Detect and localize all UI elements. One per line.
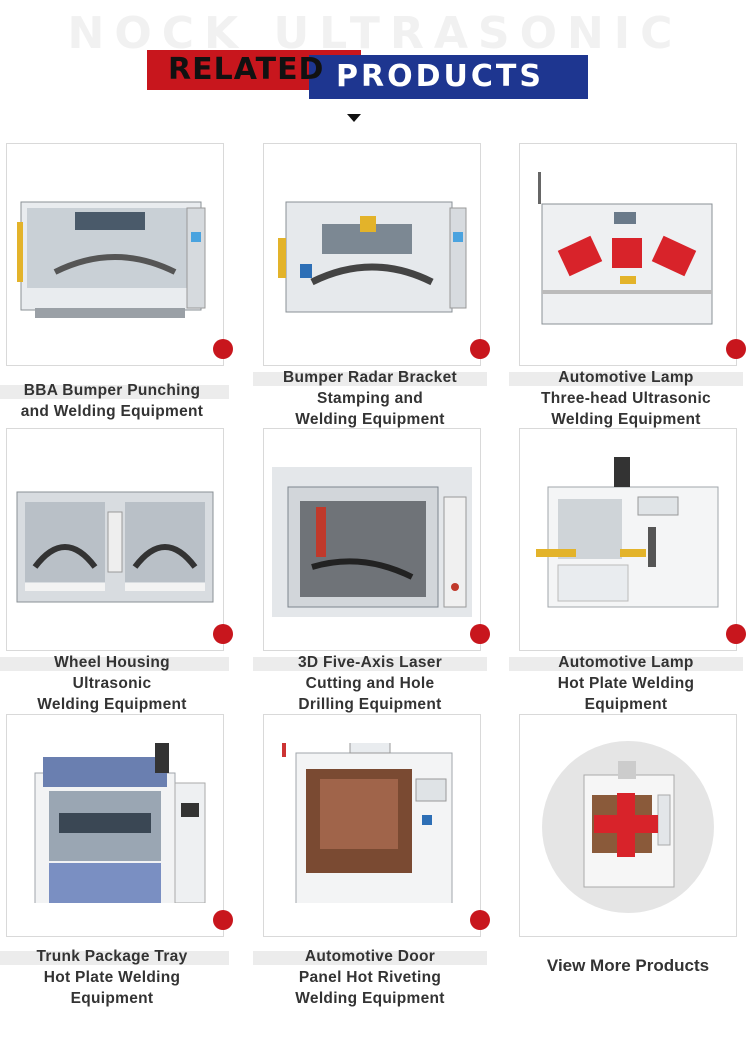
product-card-door-panel[interactable] — [263, 714, 490, 937]
banner-title-products: PRODUCTS — [336, 59, 544, 94]
trunk-tray-welder-image — [34, 743, 206, 903]
red-dot-icon — [726, 339, 746, 359]
view-more-image — [542, 741, 714, 913]
product-caption[interactable]: BBA Bumper Punching and Welding Equipmen… — [0, 380, 237, 422]
red-dot-icon — [213, 910, 233, 930]
product-caption[interactable]: Trunk Package Tray Hot Plate Welding Equ… — [0, 946, 237, 1009]
product-card-radar-bracket[interactable] — [263, 143, 490, 366]
product-caption[interactable]: Automotive Lamp Hot Plate Welding Equipm… — [501, 652, 750, 715]
bumper-machine-image — [17, 201, 206, 318]
product-caption[interactable]: Automotive Lamp Three-head Ultrasonic We… — [501, 367, 750, 430]
product-card-three-head-lamp[interactable] — [519, 143, 746, 366]
related-products-banner: RELATED PRODUCTS — [0, 0, 750, 130]
three-head-welder-image — [538, 172, 713, 325]
laser-cutting-machine-image — [272, 467, 472, 617]
product-caption[interactable]: Automotive Door Panel Hot Riveting Weldi… — [245, 946, 495, 1009]
wheel-housing-welder-image — [16, 491, 214, 603]
product-card-bba-bumper[interactable] — [6, 143, 233, 366]
red-dot-icon — [470, 624, 490, 644]
product-caption[interactable]: Wheel Housing Ultrasonic Welding Equipme… — [0, 652, 237, 715]
product-card-lamp-hot-plate[interactable] — [519, 428, 746, 651]
banner-title-related: RELATED — [168, 52, 325, 87]
red-dot-icon — [470, 910, 490, 930]
product-caption[interactable]: 3D Five-Axis Laser Cutting and Hole Dril… — [245, 652, 495, 715]
down-arrow-icon — [347, 114, 361, 122]
product-card-laser-cutting[interactable] — [263, 428, 490, 651]
view-more-link[interactable]: View More Products — [546, 956, 710, 975]
radar-bracket-machine-image — [278, 201, 467, 313]
door-panel-riveter-image — [282, 743, 453, 903]
view-more-card[interactable] — [519, 714, 737, 937]
plus-icon — [594, 793, 658, 857]
product-card-trunk-tray[interactable] — [6, 714, 233, 937]
red-dot-icon — [213, 624, 233, 644]
red-dot-icon — [470, 339, 490, 359]
product-card-wheel-housing[interactable] — [6, 428, 233, 651]
red-dot-icon — [726, 624, 746, 644]
banner-blue-block — [309, 55, 588, 99]
product-caption[interactable]: Bumper Radar Bracket Stamping and Weldin… — [245, 367, 495, 430]
hot-plate-welder-image — [536, 457, 719, 608]
red-dot-icon — [213, 339, 233, 359]
